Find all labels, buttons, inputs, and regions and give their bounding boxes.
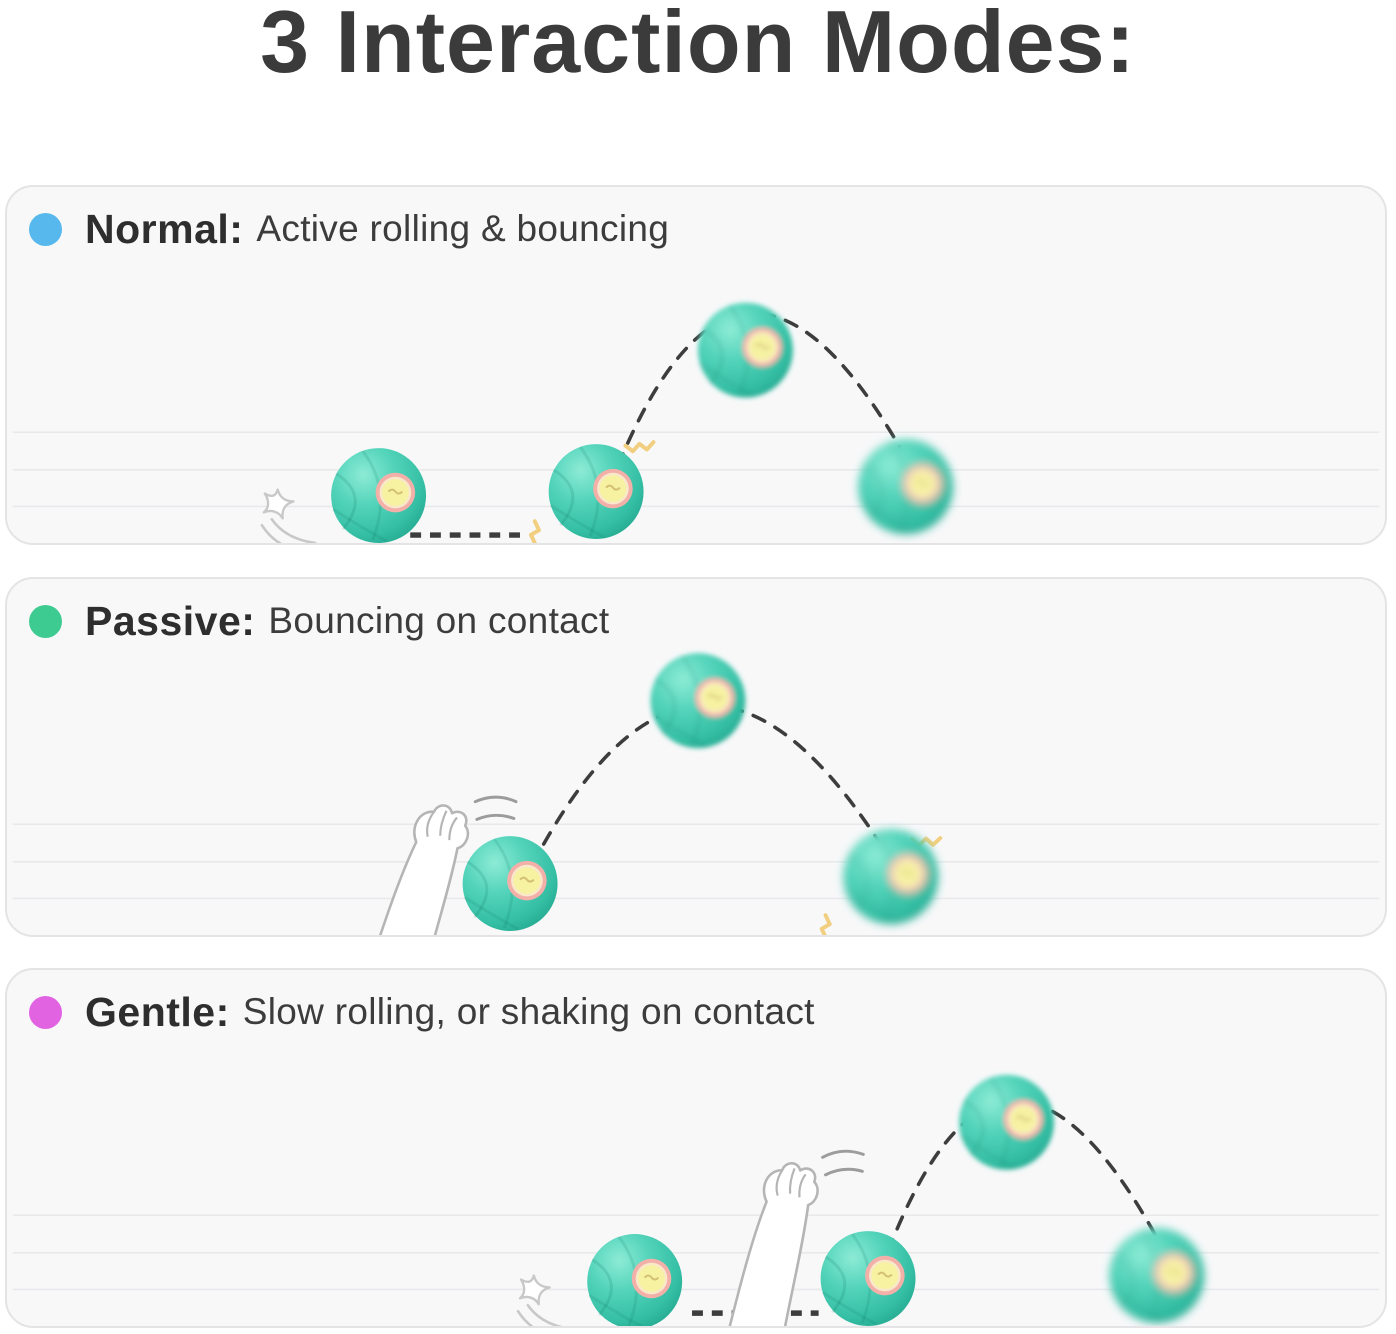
floor-lines (12, 431, 1380, 508)
mode-label: Passive: (85, 597, 256, 644)
mode-description: Slow rolling, or shaking on contact (242, 991, 815, 1032)
mode-label: Normal: (85, 205, 244, 252)
mode-header: Normal: Active rolling & bouncing (29, 205, 669, 253)
trajectory-arc (616, 311, 917, 476)
mode-panel-passive: Passive: Bouncing on contact (5, 577, 1387, 937)
ball-icon (547, 442, 646, 541)
ball-icon-blurred (696, 301, 795, 400)
mode-header: Passive: Bouncing on contact (29, 597, 609, 645)
mode-bullet (29, 604, 62, 638)
page-title: 3 Interaction Modes: (260, 0, 1136, 91)
mode-description: Active rolling & bouncing (256, 208, 670, 249)
gentle-mode-illustration (12, 1073, 1380, 1326)
mode-panel-normal: Normal: Active rolling & bouncing (5, 185, 1387, 545)
mode-panel-gentle: Gentle: Slow rolling, or shaking on cont… (5, 968, 1387, 1328)
floor-lines (12, 823, 1380, 900)
vibration-squiggle-icon (519, 519, 547, 543)
ball-icon-blurred (841, 827, 940, 926)
mode-bullet (29, 212, 62, 246)
ball-icon (461, 834, 560, 933)
ball-icon-blurred (957, 1073, 1056, 1172)
passive-mode-illustration (12, 651, 1380, 935)
swipe-icon (516, 1274, 573, 1326)
mode-header: Gentle: Slow rolling, or shaking on cont… (29, 988, 815, 1036)
ball-icon (585, 1232, 684, 1326)
normal-mode-illustration (12, 301, 1380, 543)
ball-icon-blurred (1107, 1226, 1206, 1325)
ball-icon (819, 1229, 918, 1326)
vibration-squiggle-icon (810, 913, 838, 935)
ball-icon-blurred (649, 651, 747, 750)
ball-icon (329, 446, 428, 543)
mode-label: Gentle: (85, 988, 230, 1035)
ball-icon-blurred (856, 437, 955, 536)
mode-description: Bouncing on contact (268, 600, 610, 641)
mode-bullet (29, 995, 62, 1029)
swipe-icon (260, 488, 317, 543)
